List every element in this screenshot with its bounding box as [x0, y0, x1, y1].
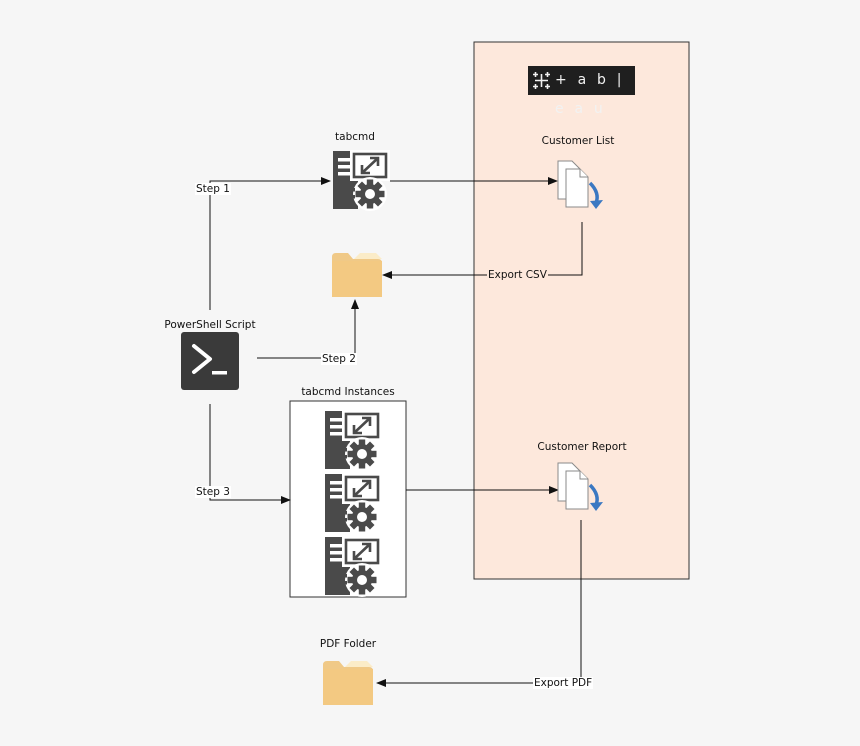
- customer-report-label: Customer Report: [537, 441, 627, 453]
- tabcmd-label: tabcmd: [335, 131, 375, 143]
- tableau-logo-icon: [533, 72, 550, 89]
- export-pdf-label: Export PDF: [533, 677, 594, 689]
- tabcmd-instance-3-server-icon: [323, 534, 384, 599]
- tabcmd-server-icon: [331, 148, 392, 213]
- powershell-icon: [181, 332, 239, 390]
- step3-label: Step 3: [195, 486, 231, 498]
- step1-label: Step 1: [195, 183, 231, 195]
- step2-label: Step 2: [321, 353, 357, 365]
- tabcmd-instance-2-server-icon: [323, 471, 384, 536]
- tableau-logo: + a b | e a u: [528, 66, 635, 117]
- step2-connector: [257, 299, 359, 359]
- tabcmd-instances-label: tabcmd Instances: [301, 386, 395, 398]
- csv-folder-icon: [332, 253, 382, 297]
- connectors: [209, 177, 583, 687]
- export-csv-label: Export CSV: [487, 269, 548, 281]
- pdf-folder-icon: [323, 661, 373, 705]
- step1-connector: [209, 177, 331, 310]
- tabcmd-instance-1-server-icon: [323, 408, 384, 473]
- customer-list-label: Customer List: [541, 135, 615, 147]
- tableau-logo-wordmark: + a b | e a u: [555, 72, 625, 117]
- powershell-script-label: PowerShell Script: [164, 319, 256, 331]
- step3-connector: [209, 404, 291, 504]
- pdf-folder-label: PDF Folder: [319, 638, 377, 650]
- export-csv-connector: [382, 222, 583, 279]
